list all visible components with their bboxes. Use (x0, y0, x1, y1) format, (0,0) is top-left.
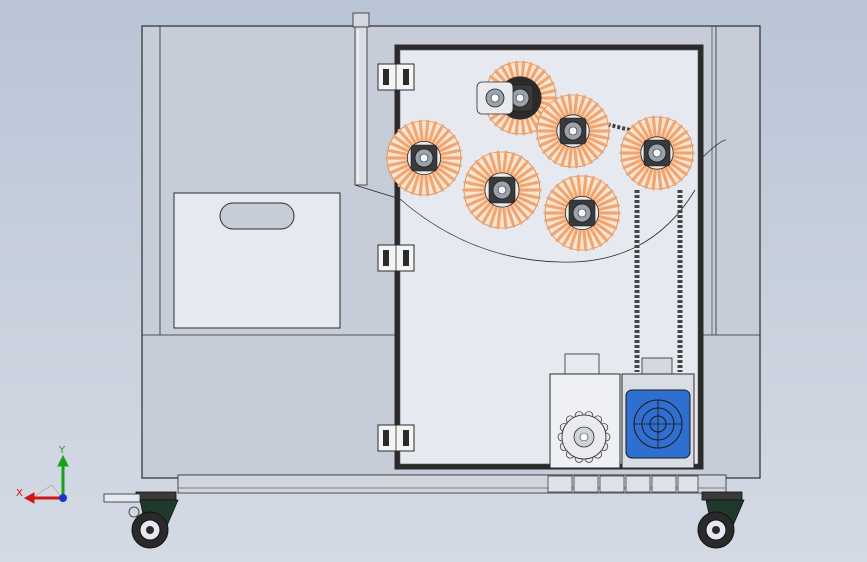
door-hinge (377, 63, 415, 91)
caster-wheel (697, 491, 745, 549)
gearbox-top (564, 353, 600, 375)
caster-wheel (103, 491, 179, 549)
triad-x-label: X (16, 488, 23, 499)
chain-sprocket-plate (476, 81, 514, 115)
foot-block (677, 475, 699, 493)
foot-block (573, 475, 599, 493)
roller-brush (462, 150, 542, 230)
hinge-group (377, 63, 415, 452)
roller-brush (535, 93, 611, 169)
brush-group (385, 60, 695, 252)
drive-belt-curve (399, 189, 696, 263)
pipe-collar (354, 184, 401, 200)
foot-block (547, 475, 573, 493)
foot-block (599, 475, 625, 493)
coordinate-triad: Y X (16, 445, 69, 504)
caster-brake-pedal[interactable] (103, 493, 141, 518)
handle-cutout[interactable] (219, 202, 295, 230)
triad-x-arrowhead (23, 492, 35, 504)
roller-brush (385, 119, 463, 197)
roller-brush (619, 115, 695, 191)
door-hinge (377, 244, 415, 272)
sprocket-gear (557, 411, 611, 463)
gearbox (549, 353, 621, 469)
vertical-pipe (352, 12, 401, 200)
pipe-cap (352, 12, 370, 28)
roller-brush (543, 174, 621, 252)
triad-z-axis (59, 494, 67, 502)
pipe-body (354, 26, 368, 186)
door-hinge (377, 424, 415, 452)
triad-y-arrowhead (57, 454, 69, 467)
triad-y-label: Y (58, 445, 66, 456)
base-foot-blocks (547, 475, 699, 493)
caster-group (103, 491, 745, 549)
motor (621, 357, 695, 469)
foot-block (651, 475, 677, 493)
access-panel (173, 192, 341, 329)
drive-belt-curve2 (699, 139, 727, 161)
triad-plane (31, 484, 63, 499)
foot-block (625, 475, 651, 493)
